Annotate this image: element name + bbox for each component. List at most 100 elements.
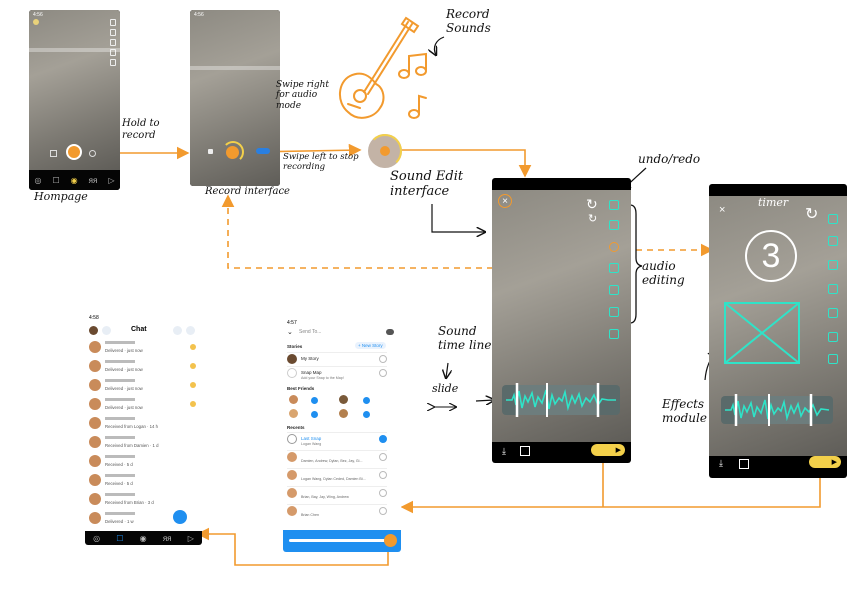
contact-name [105,474,135,477]
chat-row[interactable]: Received from Logan · 14 h [89,416,198,434]
chat-row[interactable]: Received from Brian · 3 d [89,492,198,510]
sound-timeline[interactable] [502,381,620,419]
profile-icon[interactable] [33,19,39,25]
contact-name [105,341,135,344]
send-arrow-icon[interactable] [384,534,397,547]
chat-row[interactable]: Received · 5 d [89,454,198,472]
chat-row[interactable]: Delivered · 1 w [89,511,198,529]
send-search[interactable]: Send To... [299,329,322,335]
timer-circle[interactable]: 3 [745,230,797,282]
stories-icon[interactable]: ᴙᴙ [88,175,98,185]
recent-row[interactable]: Logan Wang, Dylan Ceded, Damien Bi... [287,468,387,485]
chat-title: Chat [131,326,147,333]
effects-module[interactable] [724,302,800,364]
send-button[interactable]: ▶ [809,456,841,468]
undo-icon[interactable]: ↻ [586,196,598,212]
audio-tool-icon[interactable] [609,263,619,273]
avatar [89,455,101,467]
audio-tool-icon[interactable] [609,220,619,230]
search-icon[interactable] [102,326,111,335]
select-checkbox[interactable] [379,471,387,479]
nav-camera-icon[interactable]: ◉ [139,533,147,543]
more-icon[interactable] [186,326,195,335]
effect-tool-icon[interactable] [828,214,838,224]
contact-name [105,512,135,515]
audio-tool-icon[interactable] [609,242,619,252]
sound-record-button[interactable] [368,134,402,168]
effect-tool-icon[interactable] [828,308,838,318]
lens-icon[interactable] [89,150,96,157]
avatar [89,474,101,486]
chat-row[interactable]: Received · 5 d [89,473,198,491]
undo-icon[interactable]: ↻ [805,206,819,223]
chat-icon[interactable]: ☐ [52,175,60,185]
label-sound-timeline: Sound time line [438,324,492,352]
avatar [89,436,101,448]
share-icon[interactable] [739,459,749,469]
new-story-button[interactable]: + New Story [355,342,386,349]
spotlight-icon[interactable]: ▷ [108,175,115,185]
arrow-send-to-chat [196,527,389,566]
record-button[interactable] [226,146,239,159]
chat-status: Received from Brian · 3 d [105,500,154,505]
contact-name [105,417,135,420]
effect-tool-icon[interactable] [828,236,838,246]
select-checkbox[interactable] [379,489,387,497]
avatar [89,360,101,372]
chat-row[interactable]: Received from Damien · 1 d [89,435,198,453]
camera-icon[interactable]: ◉ [70,175,78,185]
group-icon[interactable] [386,329,394,335]
effect-tool-icon[interactable] [828,260,838,270]
recent-row[interactable]: Damien, Andrew, Dylan, Bez, Jay, Gi... [287,450,387,467]
share-icon[interactable] [520,446,530,456]
effect-tool-icon[interactable] [828,284,838,294]
recent-row[interactable]: Brian, Bay, Jay, Wing, Andrew [287,486,387,503]
effects-timeline[interactable] [721,392,833,428]
send-bar[interactable] [283,530,401,552]
map-icon[interactable]: ◎ [34,175,42,185]
audio-tool-icon[interactable] [609,307,619,317]
add-friend-icon[interactable] [173,326,182,335]
select-checkbox[interactable] [379,507,387,515]
back-icon[interactable]: ⌄ [287,329,293,336]
music-notes [398,52,427,119]
label-audio-editing: audio editing [642,259,685,287]
effects-phone: × ↻ 3 ⤓ ▶ [709,184,847,478]
label-swipe-left: Swipe left to stop recording [283,152,359,172]
my-story-row[interactable]: My Story [287,352,387,367]
effect-tool-icon[interactable] [828,354,838,364]
recent-name: Damien, Andrew, Dylan, Bez, Jay, Gi... [301,459,363,463]
nav-stories-icon[interactable]: ᴙᴙ [162,533,172,543]
snap-map-row[interactable]: Snap Map Add your Snap to the Map! [287,366,387,383]
chat-row[interactable]: Delivered · just now [89,378,198,396]
gallery-icon[interactable] [50,150,57,157]
audio-tool-icon[interactable] [609,200,619,210]
nav-chat-icon[interactable]: ☐ [116,533,124,543]
capture-button[interactable] [66,144,82,160]
redo-icon[interactable]: ↻ [588,213,598,225]
nav-map-icon[interactable]: ◎ [93,533,101,543]
avatar[interactable] [89,326,98,335]
audio-mode-icon[interactable] [256,148,270,154]
send-button[interactable]: ▶ [591,444,625,456]
record-button-arc [222,141,244,163]
download-icon[interactable]: ⤓ [502,446,506,456]
audio-tool-icon[interactable] [609,329,619,339]
chat-row[interactable]: Delivered · just now [89,397,198,415]
chat-row[interactable]: Delivered · just now [89,340,198,358]
recent-row[interactable]: Brian Chen [287,504,387,521]
audio-tool-icon[interactable] [609,285,619,295]
new-chat-button[interactable] [173,510,187,524]
recents-header: Recents [287,425,305,430]
effect-tool-icon[interactable] [828,332,838,342]
download-icon[interactable]: ⤓ [719,458,723,468]
send-to-phone: 4:57 ⌄ Send To... Stories + New Story My… [283,317,401,552]
last-snap-row[interactable]: Last Snap Logan Wang [287,432,387,449]
nav-spotlight-icon[interactable]: ▷ [187,533,194,543]
close-icon[interactable]: × [719,204,726,216]
select-checkbox[interactable] [379,453,387,461]
avatar [287,452,297,462]
chat-row[interactable]: Delivered · just now [89,359,198,377]
close-icon[interactable]: × [498,194,512,208]
lock-icon [208,149,213,154]
